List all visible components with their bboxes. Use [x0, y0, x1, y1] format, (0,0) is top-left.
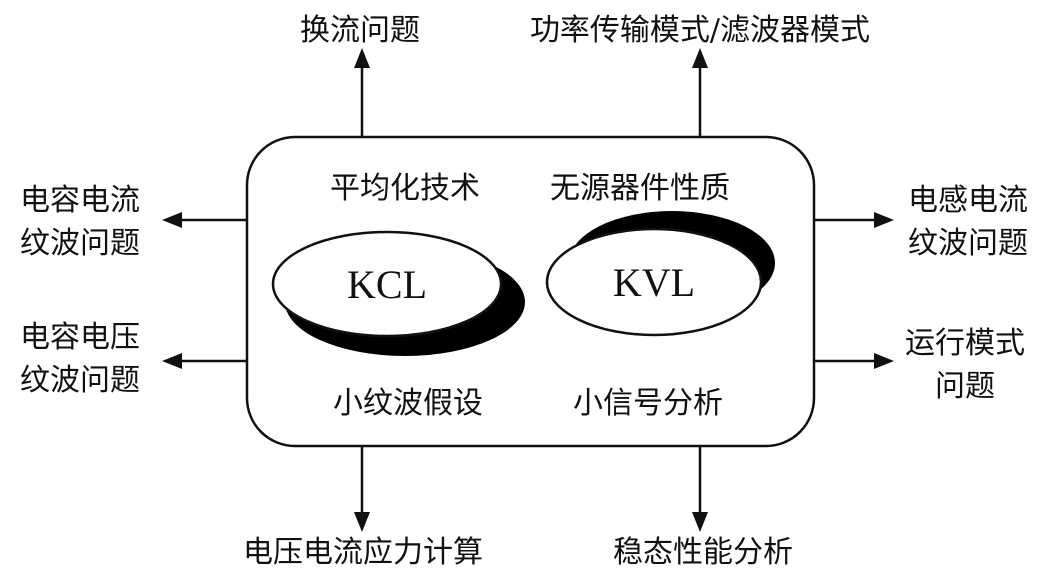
output-operating-mode-line2: 问题: [935, 369, 995, 404]
output-inductor-current-line1: 电感电流: [908, 183, 1028, 218]
arrow-bottom-left: [354, 446, 370, 532]
arrow-bottom-right: [692, 446, 708, 532]
arrow-right-lower: [814, 353, 894, 369]
arrow-top-left: [354, 48, 370, 137]
label-passive-components: 无源器件性质: [550, 171, 730, 206]
kcl-ellipse-group: KCL: [271, 230, 525, 356]
output-stress-calculation: 电压电流应力计算: [243, 535, 483, 570]
output-commutation: 换流问题: [300, 13, 420, 48]
arrow-left-upper: [162, 212, 247, 228]
output-capacitor-voltage-line1: 电容电压: [20, 320, 140, 355]
label-small-signal: 小信号分析: [573, 386, 723, 421]
arrow-left-lower: [162, 353, 247, 369]
output-inductor-current-line2: 纹波问题: [908, 226, 1028, 261]
kvl-ellipse-group: KVL: [545, 211, 775, 337]
arrow-right-upper: [814, 212, 894, 228]
output-capacitor-current-line1: 电容电流: [20, 183, 140, 218]
label-averaging: 平均化技术: [330, 171, 480, 206]
output-power-transfer-filter: 功率传输模式/滤波器模式: [530, 13, 870, 48]
label-small-ripple: 小纹波假设: [333, 386, 483, 421]
output-capacitor-current-line2: 纹波问题: [20, 226, 140, 261]
kvl-ellipse: [545, 227, 763, 337]
output-capacitor-voltage-line2: 纹波问题: [20, 363, 140, 398]
kcl-label: KCL: [347, 262, 427, 307]
kvl-label: KVL: [613, 260, 695, 305]
arrow-top-right: [692, 48, 708, 137]
output-steady-state-analysis: 稳态性能分析: [613, 535, 793, 570]
kcl-ellipse: [271, 230, 503, 338]
output-operating-mode-line1: 运行模式: [905, 326, 1025, 361]
